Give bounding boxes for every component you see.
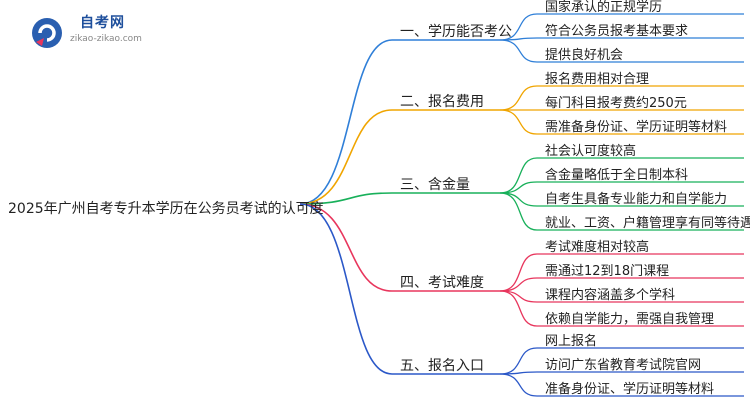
leaf-connector — [499, 13, 538, 41]
leaf-connector — [499, 277, 538, 292]
leaf-label: 准备身份证、学历证明等材料 — [545, 382, 715, 397]
logo-url: zikao-zikao.com — [70, 34, 142, 44]
leaf-label: 课程内容涵盖多个学科 — [545, 288, 676, 303]
leaf-label: 依赖自学能力，需强自我管理 — [545, 312, 715, 327]
logo-name: 自考网 — [80, 15, 125, 31]
branch-connector — [299, 203, 393, 375]
leaf-connector — [499, 181, 538, 194]
leaf-label: 含金量略低于全日制本科 — [545, 168, 689, 183]
branch-connector — [299, 203, 393, 292]
leaf-label: 需准备身份证、学历证明等材料 — [545, 120, 728, 135]
leaf-connector — [499, 39, 538, 63]
branch-connector — [299, 39, 393, 205]
leaf-connector — [499, 290, 538, 327]
leaf-label: 报名费用相对合理 — [545, 72, 650, 87]
leaf-connector — [499, 347, 538, 375]
leaf-connector — [499, 373, 538, 397]
leaf-label: 自考生具备专业能力和自学能力 — [545, 192, 728, 207]
leaf-label: 网上报名 — [545, 334, 598, 349]
branch-connector — [299, 192, 393, 205]
branch-label: 三、含金量 — [400, 177, 470, 193]
leaf-connector — [499, 109, 538, 135]
leaf-connector — [499, 157, 538, 194]
leaf-label: 访问广东省教育考试院官网 — [545, 358, 702, 373]
leaf-connector — [499, 290, 538, 303]
root-topic: 2025年广州自考专升本学历在公务员考试的认可度 — [8, 201, 324, 217]
branch-label: 五、报名入口 — [400, 358, 484, 374]
branch-connector — [299, 109, 393, 205]
leaf-connector — [499, 253, 538, 292]
leaf-label: 符合公务员报考基本要求 — [545, 24, 689, 39]
leaf-connector — [499, 192, 538, 231]
leaf-label: 每门科目报考费约250元 — [545, 96, 687, 111]
logo-icon — [32, 18, 62, 48]
leaf-connector — [499, 85, 538, 111]
branch-label: 四、考试难度 — [400, 275, 484, 291]
leaf-label: 国家承认的正规学历 — [545, 0, 663, 15]
leaf-connector — [499, 192, 538, 207]
leaf-label: 提供良好机会 — [545, 48, 624, 63]
branch-label: 一、学历能否考公 — [400, 24, 512, 40]
leaf-label: 就业、工资、户籍管理享有同等待遇 — [545, 216, 750, 231]
logo: 自考网 zikao-zikao.com — [30, 10, 160, 54]
branch-label: 二、报名费用 — [400, 94, 484, 110]
leaf-label: 考试难度相对较高 — [545, 240, 650, 255]
leaf-label: 社会认可度较高 — [545, 144, 637, 159]
leaf-label: 需通过12到18门课程 — [545, 264, 670, 279]
